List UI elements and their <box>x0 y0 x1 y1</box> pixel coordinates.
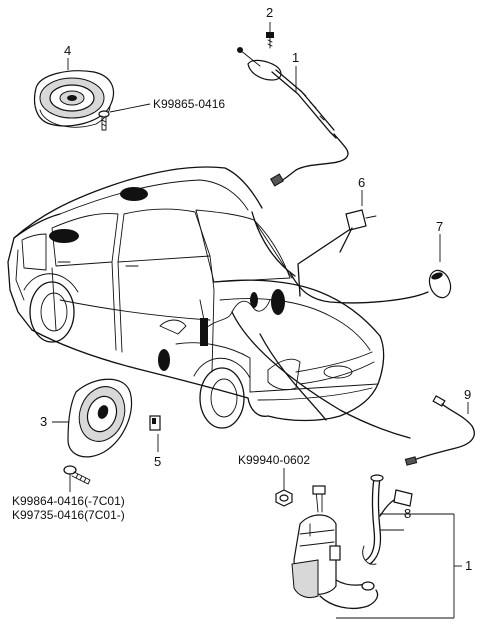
callout-1-top: 1 <box>292 50 299 65</box>
tweeter-part-7 <box>428 234 452 299</box>
front-speaker-part-4 <box>33 58 115 128</box>
callout-1-bottom: 1 <box>465 558 472 573</box>
callout-5: 5 <box>154 454 161 469</box>
part-number-k99864: K99864-0416(-7C01) <box>12 494 125 508</box>
screw-front-speaker <box>98 103 151 131</box>
callout-8: 8 <box>404 506 411 521</box>
part-number-k99735: K99735-0416(7C01-) <box>12 508 125 522</box>
callout-4: 4 <box>64 43 71 58</box>
callout-2: 2 <box>266 5 273 20</box>
callout-9: 9 <box>464 387 471 402</box>
callout-3: 3 <box>40 414 47 429</box>
part-number-k99940: K99940-0602 <box>238 453 310 467</box>
callout-7: 7 <box>436 219 443 234</box>
rear-speaker-part-3 <box>52 378 133 458</box>
callout-6: 6 <box>358 175 365 190</box>
nut-antenna <box>275 468 293 507</box>
antenna-cable-part-9 <box>404 395 475 466</box>
power-antenna-assembly <box>291 474 462 619</box>
roof-antenna-assembly <box>237 47 349 187</box>
part-number-k99865: K99865-0416 <box>153 97 225 111</box>
connector-part-6 <box>339 190 377 253</box>
car-body <box>7 166 429 439</box>
screw-part-2 <box>266 22 274 49</box>
screw-rear-speaker <box>63 465 91 492</box>
clip-part-5 <box>149 415 161 452</box>
